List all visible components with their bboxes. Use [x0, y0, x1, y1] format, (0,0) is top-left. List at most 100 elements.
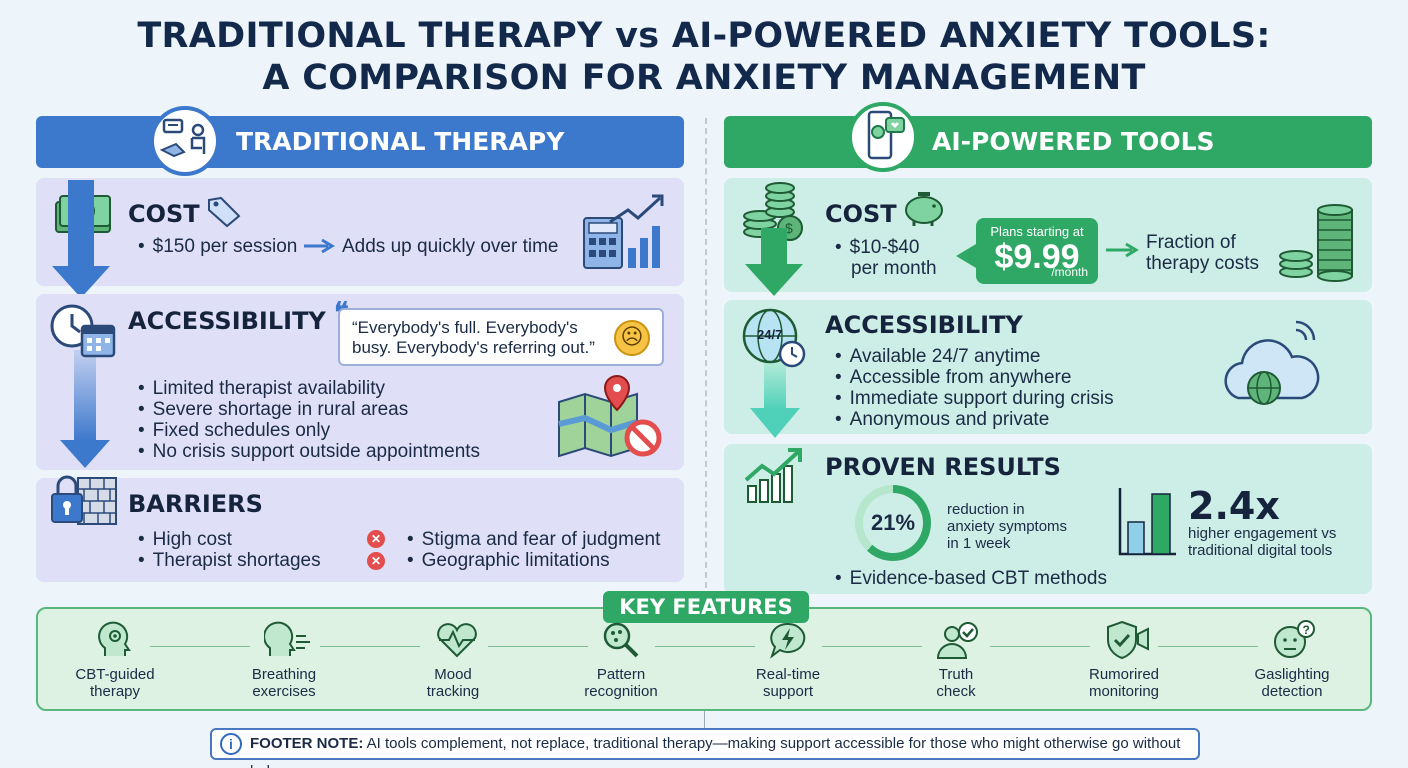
feature-breathing: Breathing exercises	[214, 620, 354, 700]
plan-unit: /month	[1051, 265, 1088, 279]
price-tag-icon	[205, 194, 245, 233]
calculator-chart-icon	[582, 192, 666, 277]
feature-label-line1: CBT-guided	[75, 666, 155, 683]
list-item: Stigma and fear of judgment	[407, 529, 661, 550]
cloud-globe-wifi-icon	[1218, 318, 1328, 423]
plan-price-badge: Plans starting at $9.99 /month	[976, 218, 1098, 284]
lock-wall-icon	[48, 472, 118, 533]
traditional-cost-item: $150 per session	[138, 236, 298, 257]
globe-clock-icon	[740, 306, 810, 375]
connector-line	[655, 646, 755, 647]
page-title-line2: A COMPARISON FOR ANXIETY MANAGEMENT	[262, 58, 1146, 98]
ai-accessibility-list: Available 24/7 anytime Accessible from a…	[835, 346, 1114, 430]
svg-text:?: ?	[1303, 623, 1310, 637]
engagement-bar-icon	[1116, 486, 1180, 563]
feature-mood: Mood tracking	[383, 620, 523, 700]
connector-line	[1158, 646, 1258, 647]
engagement-line2: traditional digital tools	[1188, 542, 1333, 559]
list-item: Fixed schedules only	[138, 420, 480, 441]
magnifier-icon	[601, 620, 641, 660]
list-item: High cost	[138, 529, 321, 550]
ai-cost-item-line2: per month	[851, 258, 937, 279]
traditional-cost-title: COST	[128, 200, 200, 228]
footer-connector	[704, 711, 705, 729]
feature-label-line2: tracking	[426, 683, 480, 700]
callout-pointer	[956, 244, 976, 268]
traditional-cost-panel	[36, 178, 684, 286]
growth-chart-icon	[742, 446, 806, 511]
shield-check-icon	[1104, 620, 1149, 660]
head-gears-icon	[95, 620, 135, 660]
reduction-description: reduction in anxiety symptoms in 1 week	[947, 501, 1067, 552]
feature-label-line1: Gaslighting	[1254, 666, 1330, 683]
phone-brain-icon	[848, 102, 918, 172]
feature-label-line2: recognition	[584, 683, 658, 700]
engagement-description: higher engagement vs traditional digital…	[1188, 525, 1336, 559]
list-item: Limited therapist availability	[138, 378, 480, 399]
barriers-column-1: High cost Therapist shortages	[138, 529, 321, 571]
feature-label-line1: Real-time	[755, 666, 821, 683]
reduction-line1: reduction in	[947, 501, 1025, 518]
connector-line	[822, 646, 922, 647]
column-divider	[705, 118, 707, 588]
ai-cost-title: COST	[825, 200, 897, 228]
feature-monitoring: Rumorired monitoring	[1054, 620, 1194, 700]
map-blocked-icon	[555, 372, 665, 467]
feature-label-line1: Mood	[434, 666, 472, 683]
evidence-bullet: Evidence-based CBT methods	[835, 568, 1107, 589]
flow-arrow-right-2	[750, 330, 800, 445]
coins-stacks-icon	[1274, 200, 1356, 287]
feature-label-line1: Truth	[938, 666, 974, 683]
feature-label-line2: support	[762, 683, 814, 700]
connector-line	[320, 646, 420, 647]
list-item: Anonymous and private	[835, 409, 1114, 430]
feature-label-line1: Rumorired	[1088, 666, 1160, 683]
clock-calendar-icon	[48, 300, 118, 365]
heartbeat-icon	[433, 620, 477, 660]
question-face-icon: ?	[1272, 620, 1315, 660]
lightning-chat-icon	[768, 620, 808, 660]
person-check-icon	[936, 620, 978, 660]
list-item: Accessible from anywhere	[835, 367, 1114, 388]
info-icon: i	[220, 733, 242, 755]
x-mark-icon: ✕	[367, 530, 385, 548]
engagement-line1: higher engagement vs	[1188, 525, 1337, 542]
feature-label-line2: monitoring	[1088, 683, 1160, 700]
feature-gaslighting: ? Gaslighting detection	[1222, 620, 1362, 700]
therapist-quote: “Everybody's full. Everybody's busy. Eve…	[338, 308, 664, 366]
flow-arrow-right-1	[743, 228, 805, 303]
reduction-line3: in 1 week	[947, 535, 1011, 552]
traditional-barriers-title: BARRIERS	[128, 490, 263, 518]
clock-247-label: 24/7	[757, 327, 783, 342]
connector-line	[488, 646, 588, 647]
arrow-right-icon	[302, 238, 336, 259]
ai-cost-item-line1: $10-$40	[835, 237, 920, 258]
ai-tools-header: AI-POWERED TOOLS	[724, 116, 1372, 168]
feature-truth: Truth check	[886, 620, 1026, 700]
traditional-therapy-header: TRADITIONAL THERAPY	[36, 116, 684, 168]
connector-line	[150, 646, 250, 647]
footer-label: FOOTER NOTE:	[250, 735, 364, 752]
list-item: Geographic limitations	[407, 550, 660, 571]
feature-label-line2: check	[936, 683, 976, 700]
traditional-cost-result: Adds up quickly over time	[342, 236, 559, 257]
engagement-value: 2.4x	[1188, 484, 1280, 528]
list-item: Available 24/7 anytime	[835, 346, 1114, 367]
list-item: Immediate support during crisis	[835, 388, 1114, 409]
traditional-accessibility-list: Limited therapist availability Severe sh…	[138, 378, 480, 462]
ai-cost-result-line2: therapy costs	[1146, 253, 1259, 274]
reduction-line2: anxiety symptoms	[947, 518, 1068, 535]
connector-line	[990, 646, 1090, 647]
coins-stack-icon: $	[740, 182, 806, 249]
flow-arrow-left-2	[60, 300, 110, 475]
footer-note: FOOTER NOTE: AI tools complement, not re…	[210, 728, 1200, 768]
worried-face-icon: ☹	[614, 320, 650, 356]
barriers-column-2: Stigma and fear of judgment Geographic l…	[407, 529, 661, 571]
feature-label-line2: therapy	[89, 683, 141, 700]
reduction-percent: 21%	[863, 493, 923, 553]
plan-price: $9.99	[994, 238, 1080, 276]
key-features-title: KEY FEATURES	[603, 591, 809, 623]
x-mark-icon: ✕	[367, 552, 385, 570]
page-title-line1: TRADITIONAL THERAPY vs AI-POWERED ANXIET…	[137, 16, 1271, 56]
feature-label-line2: detection	[1261, 683, 1323, 700]
